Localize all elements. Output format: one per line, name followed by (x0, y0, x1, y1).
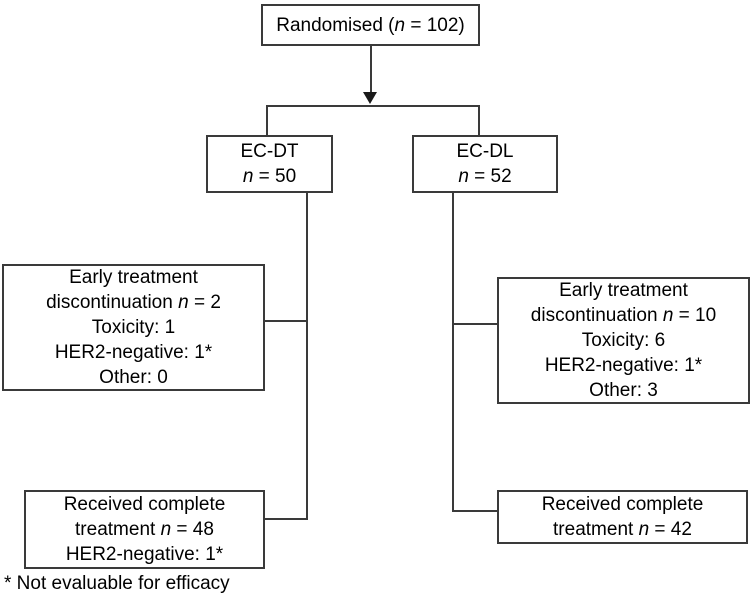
connector-right-completed (452, 510, 499, 512)
disc-right-line1: Early treatment (559, 280, 688, 301)
disc-left-toxicity: Toxicity: 1 (91, 317, 176, 338)
arm-right-n-value: = 52 (468, 166, 512, 187)
compl-right-n-value: = 42 (649, 519, 692, 540)
disc-left-line2-prefix: discontinuation (46, 292, 179, 313)
randomised-n-symbol: n (394, 14, 406, 36)
compl-left-line2: treatment n = 48 (75, 517, 214, 542)
compl-left-her2-negative: HER2-negative: 1* (65, 544, 224, 565)
disc-left-other: Other: 0 (99, 367, 168, 388)
disc-left-n-symbol: n (178, 292, 189, 313)
compl-left-n-symbol: n (160, 519, 172, 540)
disc-right-toxicity: Toxicity: 6 (581, 330, 666, 351)
disc-left-n-value: = 2 (188, 292, 221, 313)
disc-right-n-value: = 10 (673, 305, 717, 326)
disc-right-line2: discontinuation n = 10 (531, 303, 716, 328)
arrowhead-icon (363, 92, 377, 104)
arm-left-name: EC-DT (240, 141, 299, 162)
connector-left-arm-vertical (306, 192, 308, 520)
arm-right-n: n = 52 (458, 164, 511, 189)
connector-left-completed (263, 518, 308, 520)
disc-right-other: Other: 3 (589, 380, 658, 401)
compl-right-n-symbol: n (638, 519, 650, 540)
randomised-box: Randomised (n = 102) (261, 4, 480, 46)
disc-right-n-symbol: n (662, 305, 674, 326)
compl-right-line2: treatment n = 42 (553, 517, 692, 542)
completed-box-right: Received complete treatment n = 42 (497, 490, 748, 544)
disc-right-line2-prefix: discontinuation (530, 305, 663, 326)
disc-left-line1: Early treatment (69, 267, 198, 288)
arm-box-ec-dl: EC-DL n = 52 (412, 135, 558, 193)
connector-root-vertical (370, 46, 372, 94)
compl-right-line2-prefix: treatment (553, 519, 639, 540)
discontinuation-box-right: Early treatment discontinuation n = 10 T… (497, 277, 750, 404)
connector-right-discontinuation (452, 323, 499, 325)
compl-left-n-value: = 48 (171, 519, 214, 540)
connector-split-horizontal (266, 105, 480, 107)
arm-right-name: EC-DL (456, 141, 514, 162)
randomised-label-text: Randomised ( (276, 14, 395, 36)
compl-right-line1: Received complete (541, 494, 704, 515)
arm-box-ec-dt: EC-DT n = 50 (206, 135, 333, 193)
arm-right-n-symbol: n (458, 166, 469, 187)
connector-split-right-drop (478, 105, 480, 136)
disc-left-her2-negative: HER2-negative: 1* (54, 342, 213, 363)
footnote-text: * Not evaluable for efficacy (4, 573, 230, 594)
connector-left-discontinuation (263, 320, 308, 322)
disc-right-her2-negative: HER2-negative: 1* (544, 355, 703, 376)
compl-left-line1: Received complete (63, 494, 226, 515)
completed-box-left: Received complete treatment n = 48 HER2-… (24, 490, 265, 569)
disc-left-line2: discontinuation n = 2 (46, 290, 221, 315)
arm-left-n-value: = 50 (253, 166, 297, 187)
arm-left-n-symbol: n (242, 166, 254, 187)
connector-split-left-drop (266, 105, 268, 136)
connector-right-arm-vertical (452, 192, 454, 512)
randomised-label: Randomised (n = 102) (276, 13, 465, 38)
compl-left-line2-prefix: treatment (75, 519, 161, 540)
discontinuation-box-left: Early treatment discontinuation n = 2 To… (2, 264, 265, 391)
randomised-n-value: = 102) (405, 14, 465, 36)
arm-left-n: n = 50 (243, 164, 296, 189)
